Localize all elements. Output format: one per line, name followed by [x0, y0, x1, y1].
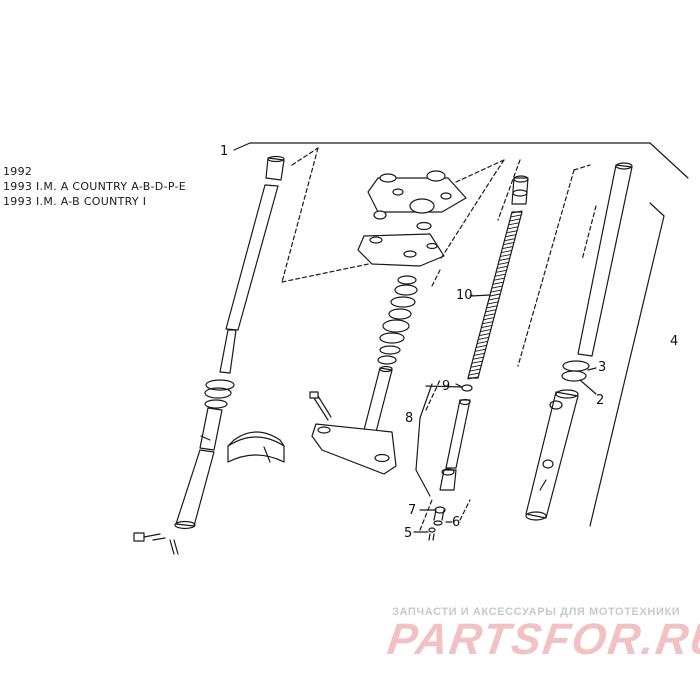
callout-2: 2	[596, 393, 604, 408]
center-guide-lines	[419, 159, 521, 531]
top-triple-clamp	[367, 170, 467, 231]
callout-1: 1	[220, 144, 228, 159]
watermark-subtitle: ЗАПЧАСТИ И АКСЕССУАРЫ ДЛЯ МОТОТЕХНИКИ	[392, 606, 681, 618]
model-year-line-3: 1993 I.M. A-B COUNTRY I	[3, 195, 147, 208]
callout-5: 5	[404, 526, 412, 541]
callout-6: 6	[452, 515, 460, 530]
fork-spring	[467, 175, 529, 380]
callout-4-bracket	[589, 202, 665, 527]
right-guide-lines	[517, 164, 597, 367]
callout-10: 10	[456, 288, 473, 303]
damper-rod-assembly	[415, 383, 473, 541]
stem-bearings	[377, 275, 418, 365]
callout-7: 7	[408, 503, 416, 518]
callout-1-bracket	[233, 142, 689, 179]
callout-9: 9	[442, 379, 450, 394]
callout-8: 8	[405, 411, 413, 426]
callout-3: 3	[598, 360, 606, 375]
callout-4: 4	[670, 334, 678, 349]
steering-stem	[309, 365, 397, 475]
left-fork-leg	[133, 155, 285, 555]
model-year-line-2: 1993 I.M. A COUNTRY A-B-D-P-E	[3, 180, 187, 193]
model-year-line-1: 1992	[3, 165, 33, 178]
fender-bracket	[227, 431, 285, 463]
watermark-logo: PARTSFOR.RU	[384, 615, 700, 664]
left-guide-lines	[281, 147, 379, 283]
lower-plate	[357, 233, 445, 267]
right-fork-leg	[525, 162, 633, 521]
